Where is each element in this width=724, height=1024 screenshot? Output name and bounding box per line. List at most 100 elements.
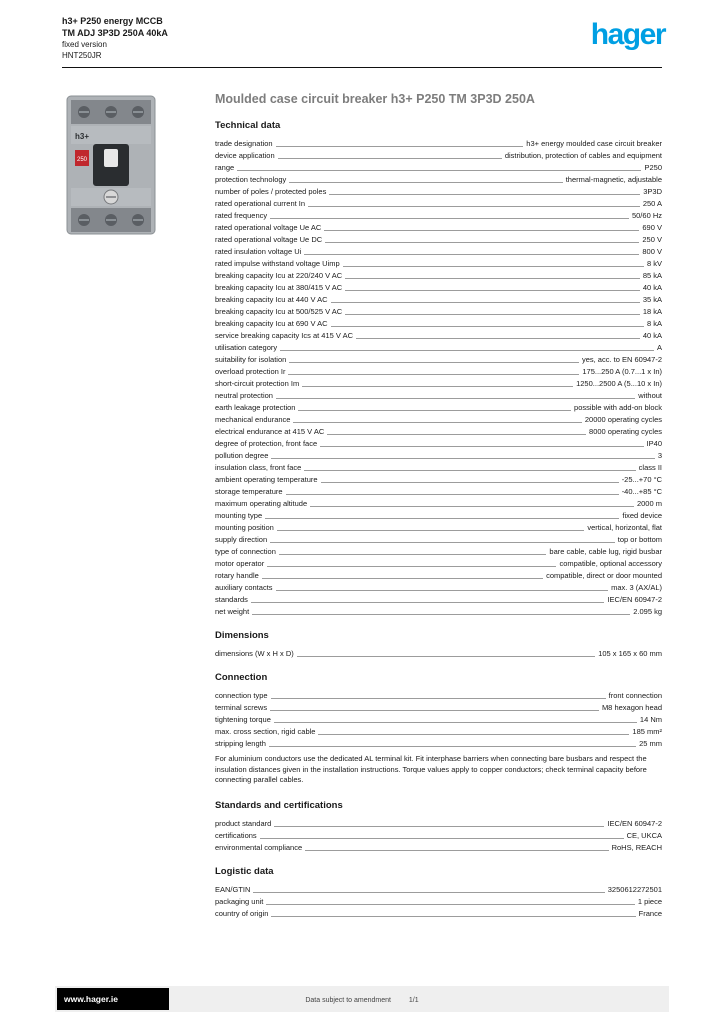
leader-line [345, 278, 640, 279]
leader-line [250, 602, 605, 603]
spec-value: 175...250 A (0.7...1 x In) [582, 367, 662, 376]
spec-label: EAN/GTIN [215, 884, 251, 894]
footer-note: Data subject to amendment [305, 997, 391, 1004]
spec-section: Standards and certifications product stan… [215, 800, 662, 852]
spec-value: top or bottom [617, 535, 662, 544]
spec-value: 1250...2500 A (5...10 x In) [576, 379, 662, 388]
spec-value: 8 kA [646, 319, 662, 328]
spec-value: 690 V [642, 223, 662, 232]
leader-line [288, 374, 580, 375]
spec-value: 50/60 Hz [631, 211, 662, 220]
spec-label: breaking capacity Icu at 220/240 V AC [215, 271, 343, 280]
spec-value: 2.095 kg [633, 607, 662, 616]
leader-line [270, 542, 615, 543]
spec-value: IEC/EN 60947-2 [607, 595, 662, 604]
spec-label: number of poles / protected poles [215, 187, 327, 196]
spec-value: -25...+70 °C [621, 475, 662, 484]
spec-value: 3 [657, 451, 662, 460]
leader-line [274, 825, 605, 827]
spec-value: 20000 operating cycles [584, 415, 662, 424]
spec-value: 105 x 165 x 60 mm [598, 649, 662, 658]
spec-value: front connection [608, 691, 662, 700]
leader-line [289, 182, 563, 183]
spec-value: vertical, horizontal, flat [587, 523, 662, 532]
spec-row: rated operational current In 250 A [215, 196, 662, 208]
spec-label: environmental compliance [215, 842, 303, 852]
header-reference: HNT250JR [62, 51, 102, 60]
leader-line [342, 266, 644, 267]
leader-line [325, 242, 640, 243]
spec-value: France [638, 908, 662, 918]
leader-line [304, 470, 636, 471]
spec-label: electrical endurance at 415 V AC [215, 427, 325, 436]
header-line-2: TM ADJ 3P3D 250A 40kA [62, 28, 168, 38]
spec-value: 250 A [642, 199, 662, 208]
footer-website-link[interactable]: www.hager.ie [57, 988, 169, 1010]
spec-label: supply direction [215, 535, 268, 544]
header-line-3: fixed version [62, 40, 107, 49]
leader-line [275, 398, 636, 399]
leader-line [345, 314, 640, 315]
spec-value: fixed device [622, 511, 662, 520]
leader-line [278, 554, 547, 555]
spec-value: 8 kV [646, 259, 662, 268]
leader-line [271, 915, 636, 917]
footer-page-number: 1/1 [408, 997, 419, 1004]
spec-label: terminal screws [215, 703, 268, 712]
leader-line [252, 614, 631, 615]
spec-value: 35 kA [642, 295, 662, 304]
spec-value: thermal-magnetic, adjustable [565, 175, 662, 184]
spec-value: A [656, 343, 662, 352]
header-divider [62, 67, 662, 68]
spec-value: 40 kA [642, 283, 662, 292]
leader-line [275, 590, 609, 591]
spec-label: breaking capacity Icu at 500/525 V AC [215, 307, 343, 316]
spec-section: Connection connection type front connectio… [215, 672, 662, 786]
leader-line [327, 434, 587, 435]
spec-label: range [215, 163, 235, 172]
spec-value: 1 piece [637, 896, 662, 906]
section-title: Connection [215, 672, 268, 683]
leader-line [305, 849, 609, 851]
spec-value: without [638, 391, 662, 400]
spec-value: 8000 operating cycles [589, 427, 662, 436]
spec-label: maximum operating altitude [215, 499, 308, 508]
leader-line [330, 326, 644, 327]
spec-label: connection type [215, 691, 268, 700]
leader-line [345, 290, 640, 291]
spec-label: rated operational current In [215, 199, 306, 208]
spec-label: pollution degree [215, 451, 269, 460]
spec-value: 18 kA [642, 307, 662, 316]
spec-label: rated operational voltage Ue DC [215, 235, 323, 244]
header-product-block: h3+ P250 energy MCCB TM ADJ 3P3D 250A 40… [62, 15, 168, 61]
section-title: Standards and certifications [215, 799, 343, 811]
spec-value: 85 kA [642, 271, 662, 280]
leader-line [270, 710, 599, 711]
footer-center: Data subject to amendment 1/1 [0, 997, 724, 1004]
hager-logo: hager [590, 18, 667, 51]
spec-row: connection type front connection [215, 688, 662, 700]
spec-row: ambient operating temperature-25...+70 °… [215, 472, 662, 484]
leader-line [261, 578, 544, 579]
spec-row: breaking capacity Icu at 500/525 V AC 18 … [215, 304, 662, 316]
leader-line [267, 566, 557, 567]
